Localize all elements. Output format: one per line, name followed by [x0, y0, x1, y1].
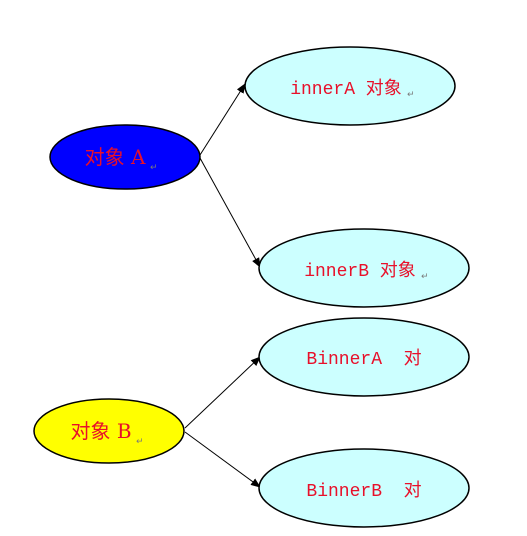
node-binner-b-label: BinnerB 对 — [306, 480, 421, 502]
node-object-b-shape — [33, 398, 185, 464]
node-object-a-label: 对象 A — [85, 145, 146, 169]
node-binner-a: BinnerA 对 — [258, 317, 470, 397]
node-object-a: 对象 A ↵ — [49, 124, 201, 190]
node-binner-a-label: BinnerA 对 — [306, 348, 421, 370]
node-object-b: 对象 B ↵ — [33, 398, 185, 464]
node-inner-a: innerA 对象 ↵ — [244, 46, 456, 126]
node-inner-b-label: innerB 对象 — [304, 260, 416, 282]
arrow-object-a-to-inner-b — [199, 157, 261, 268]
node-inner-a-shape — [244, 46, 456, 126]
paragraph-mark: ↵ — [136, 437, 144, 447]
node-inner-b: innerB 对象 ↵ — [258, 228, 470, 308]
arrow-object-b-to-binner-a — [184, 356, 261, 429]
node-binner-a-shape — [258, 317, 470, 397]
node-object-b-label: 对象 B — [70, 419, 131, 443]
node-inner-b-shape — [258, 228, 470, 308]
paragraph-mark: ↵ — [407, 90, 415, 100]
arrow-object-b-to-binner-b — [184, 431, 261, 488]
paragraph-mark: ↵ — [150, 163, 158, 173]
arrow-object-a-to-inner-a — [199, 83, 246, 156]
node-object-a-shape — [49, 124, 201, 190]
node-binner-b: BinnerB 对 — [258, 448, 470, 528]
paragraph-mark: ↵ — [421, 272, 429, 282]
node-inner-a-label: innerA 对象 — [290, 78, 402, 100]
node-binner-b-shape — [258, 448, 470, 528]
